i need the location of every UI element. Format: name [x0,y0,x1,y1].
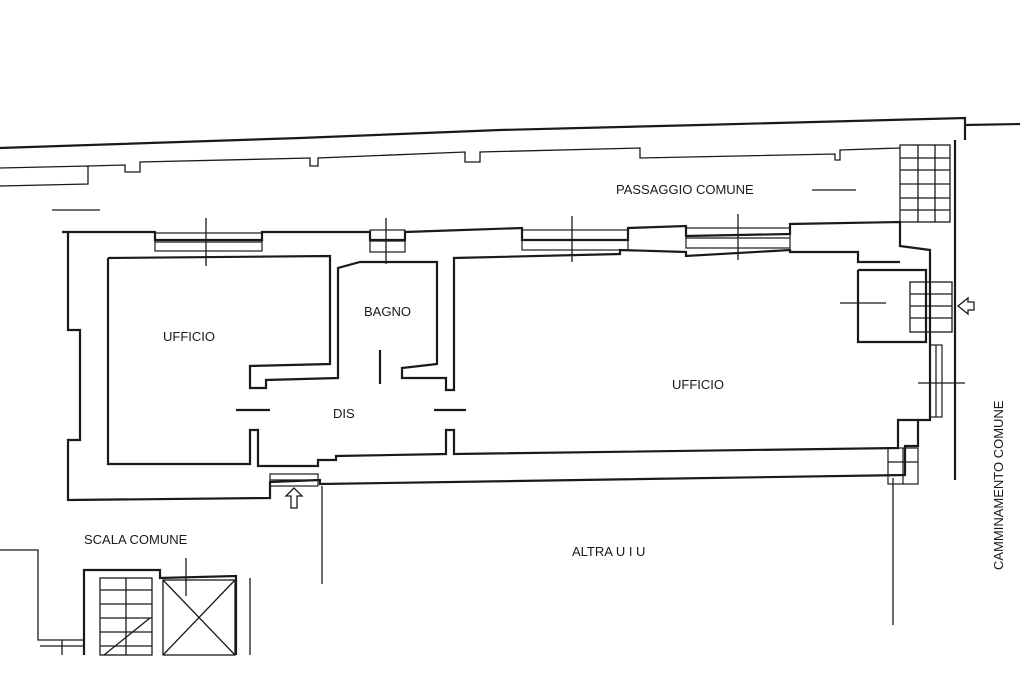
common-stair [0,549,251,656]
entrance-alcove [840,268,975,344]
unit-walls [62,220,932,502]
stair-top-right [899,144,951,223]
label-scala-comune: SCALA COMUNE [84,532,188,547]
label-camminamento-comune: CAMMINAMENTO COMUNE [991,400,1006,570]
label-ufficio-right: UFFICIO [672,377,724,392]
bottom-right-window [887,447,919,485]
internal-marks [236,350,466,412]
label-altra-uiu: ALTRA U I U [572,544,645,559]
walkway-boundary [892,122,1021,625]
label-passaggio-comune: PASSAGGIO COMUNE [616,182,754,197]
label-bagno: BAGNO [364,304,411,319]
entrance-bottom [269,473,323,584]
label-dis: DIS [333,406,355,421]
passage-boundary [0,116,967,211]
label-ufficio-left: UFFICIO [163,329,215,344]
windows [154,214,965,418]
